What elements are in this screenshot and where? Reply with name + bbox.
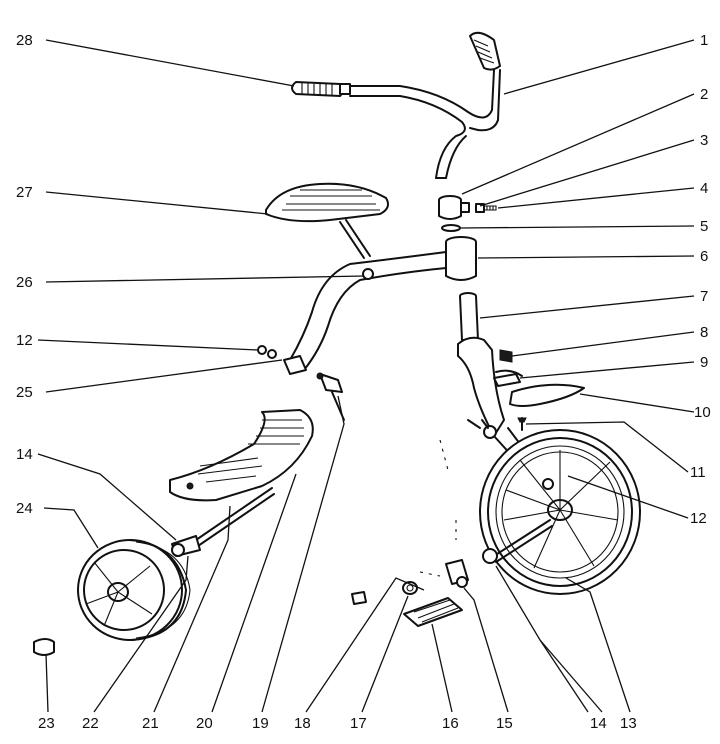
callout-3: 3 xyxy=(700,132,708,149)
callout-24: 24 xyxy=(16,500,33,517)
callout-14-rear: 14 xyxy=(16,446,33,463)
callout-6: 6 xyxy=(700,248,708,265)
callout-5: 5 xyxy=(700,218,708,235)
callout-17: 17 xyxy=(350,715,367,732)
callout-13: 13 xyxy=(620,715,637,732)
part-rear-axle xyxy=(195,487,275,547)
part-rear-wheel xyxy=(77,539,191,641)
callout-4: 4 xyxy=(700,180,708,197)
part-bolt xyxy=(475,203,497,213)
part-hub-cap xyxy=(33,638,55,656)
part-pedal xyxy=(403,597,463,627)
part-screw xyxy=(351,591,367,605)
callout-labels: 1 2 3 4 5 6 7 8 9 10 11 12 12 13 14 14 1… xyxy=(16,32,711,732)
part-fender-bracket xyxy=(493,349,523,387)
callout-18: 18 xyxy=(294,715,311,732)
callout-10: 10 xyxy=(694,404,711,421)
callout-23: 23 xyxy=(38,715,55,732)
part-axle-bushing xyxy=(171,535,201,557)
callout-16: 16 xyxy=(442,715,459,732)
callout-20: 20 xyxy=(196,715,213,732)
part-small-screw xyxy=(517,417,527,431)
part-crank-arm xyxy=(445,559,469,588)
leader-lines xyxy=(37,39,695,713)
callout-14-front: 14 xyxy=(590,715,607,732)
part-rear-bracket xyxy=(316,372,345,421)
part-rear-step xyxy=(169,409,314,502)
part-left-grip xyxy=(291,81,351,97)
callout-19: 19 xyxy=(252,715,269,732)
callout-11: 11 xyxy=(690,464,706,481)
assembly-guides xyxy=(419,439,457,577)
part-fork-stem xyxy=(459,292,479,341)
part-front-axle xyxy=(482,519,553,564)
part-front-fender xyxy=(509,383,585,407)
callout-12-front: 12 xyxy=(690,510,707,527)
callout-27: 27 xyxy=(16,184,33,201)
callout-28: 28 xyxy=(16,32,33,49)
part-frame-bolts xyxy=(257,345,277,359)
part-clamp xyxy=(438,195,470,220)
callout-26: 26 xyxy=(16,274,33,291)
callout-12-rear: 12 xyxy=(16,332,33,349)
part-washer xyxy=(441,224,461,232)
part-handlebar xyxy=(349,31,501,179)
part-head-tube xyxy=(445,236,477,281)
callout-1: 1 xyxy=(700,32,708,49)
callout-2: 2 xyxy=(700,86,708,103)
callout-8: 8 xyxy=(700,324,708,341)
callout-9: 9 xyxy=(700,354,708,371)
callout-25: 25 xyxy=(16,384,33,401)
callout-15: 15 xyxy=(496,715,513,732)
part-front-wheel xyxy=(479,429,641,595)
callout-7: 7 xyxy=(700,288,708,305)
part-seat xyxy=(265,182,389,259)
part-frame xyxy=(283,251,447,375)
callout-22: 22 xyxy=(82,715,99,732)
callout-21: 21 xyxy=(142,715,159,732)
